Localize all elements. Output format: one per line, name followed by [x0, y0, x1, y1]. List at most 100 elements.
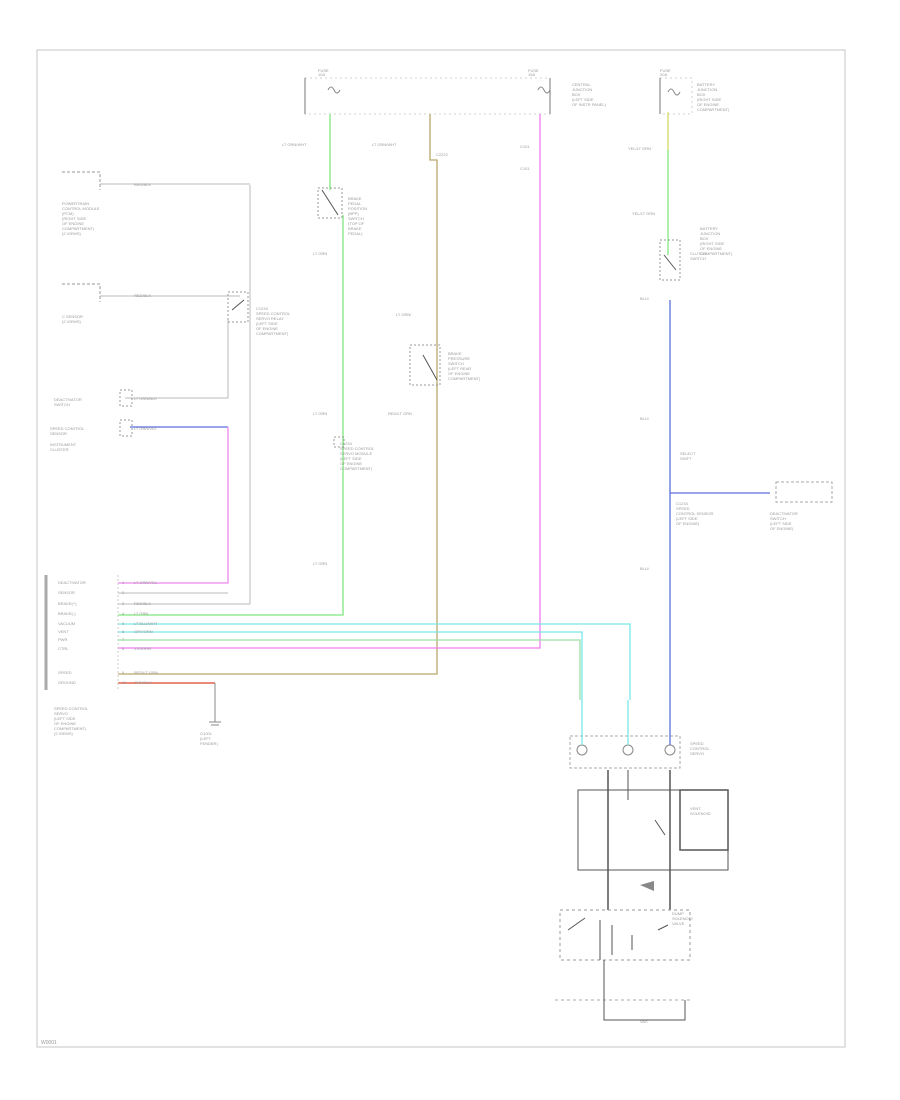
clutch-switch: CLUTCH SWITCH BATTERY JUNCTION BOX (RIGH… — [659, 226, 733, 281]
svg-text:SPEED: SPEED — [690, 741, 704, 746]
svg-text:COMPARTMENT): COMPARTMENT) — [54, 726, 87, 731]
speed-control-deactivation-switch: DEACTIVATOR SWITCH (LEFT SIDE OF ENGINE)… — [676, 451, 833, 531]
svg-text:CONTROL MODULE: CONTROL MODULE — [62, 206, 100, 211]
svg-text:OF ENGINE): OF ENGINE) — [676, 521, 700, 526]
svg-text:DUMP: DUMP — [672, 911, 684, 916]
c-sensor-connector: C SENSOR (2 VIEWS) — [62, 283, 101, 324]
svg-text:COMPARTMENT): COMPARTMENT) — [700, 251, 733, 256]
svg-text:10: 10 — [122, 680, 127, 685]
svg-text:SPEED: SPEED — [676, 506, 690, 511]
svg-text:20A: 20A — [660, 72, 667, 77]
svg-text:7: 7 — [122, 637, 125, 642]
svg-text:LT GRN/: LT GRN/ — [396, 312, 412, 317]
wire-green — [118, 114, 669, 616]
svg-text:OF ENGINE: OF ENGINE — [62, 221, 84, 226]
svg-text:SPEED CONTROL: SPEED CONTROL — [54, 706, 89, 711]
svg-text:5: 5 — [122, 621, 125, 626]
svg-text:FUSE: FUSE — [528, 68, 539, 73]
svg-text:LT GRN/BLK: LT GRN/BLK — [134, 396, 157, 401]
svg-text:(2 VIEWS): (2 VIEWS) — [54, 731, 74, 736]
svg-text:BATTERY: BATTERY — [700, 226, 718, 231]
svg-text:DEACTIVATOR: DEACTIVATOR — [770, 511, 798, 516]
svg-text:COMPARTMENT): COMPARTMENT) — [62, 226, 95, 231]
svg-text:6: 6 — [122, 629, 125, 634]
svg-text:ORN/BLK: ORN/BLK — [134, 680, 152, 685]
svg-text:LT GRN/VIO: LT GRN/VIO — [134, 426, 156, 431]
diagram-frame — [36, 49, 846, 1048]
svg-text:BRAKE: BRAKE — [348, 226, 362, 231]
svg-text:PEDAL): PEDAL) — [348, 231, 363, 236]
wire-blue — [130, 300, 770, 700]
svg-text:3: 3 — [122, 601, 125, 606]
svg-text:PEDAL: PEDAL — [348, 201, 362, 206]
powertrain-control-module: POWERTRAIN CONTROL MODULE (PCM) (RIGHT S… — [62, 171, 101, 236]
svg-text:BLU/: BLU/ — [640, 416, 650, 421]
svg-text:SPEED: SPEED — [58, 670, 72, 675]
svg-text:VACUUM: VACUUM — [58, 621, 75, 626]
speed-control-actuator: SPEED CONTROL SERVO — [569, 700, 710, 769]
svg-text:LT GRN: LT GRN — [313, 251, 327, 256]
svg-text:BLU/: BLU/ — [640, 296, 650, 301]
svg-text:(RIGHT SIDE: (RIGHT SIDE — [62, 216, 86, 221]
svg-text:FUSE: FUSE — [318, 68, 329, 73]
svg-text:C1234: C1234 — [340, 441, 353, 446]
svg-text:8: 8 — [122, 646, 125, 651]
svg-text:FENDER): FENDER) — [200, 741, 218, 746]
svg-text:OF ENGINE): OF ENGINE) — [770, 526, 794, 531]
svg-text:BOX: BOX — [572, 92, 581, 97]
svg-text:(LEFT REAR: (LEFT REAR — [448, 366, 471, 371]
svg-text:SPEED CONTROL: SPEED CONTROL — [340, 446, 375, 451]
wire-magenta — [118, 427, 229, 584]
svg-text:SENSOR: SENSOR — [58, 590, 75, 595]
svg-text:VIO/ORN: VIO/ORN — [134, 646, 151, 651]
svg-text:OF ENGINE: OF ENGINE — [448, 371, 470, 376]
svg-text:SWITCH: SWITCH — [54, 402, 70, 407]
svg-text:LT GRN/WHT: LT GRN/WHT — [372, 142, 397, 147]
svg-text:BRAKE: BRAKE — [348, 196, 362, 201]
speed-sensor: SPEED CONTROL SENSOR INSTRUMENT CLUSTER — [50, 419, 133, 452]
svg-text:SERVO: SERVO — [690, 751, 704, 756]
svg-text:VAC: VAC — [640, 1019, 648, 1024]
svg-text:(LEFT: (LEFT — [200, 736, 212, 741]
svg-text:SOLENOID: SOLENOID — [672, 916, 693, 921]
svg-text:15A: 15A — [528, 72, 535, 77]
svg-text:(LEFT SIDE: (LEFT SIDE — [54, 716, 76, 721]
svg-text:LT BLU/WHT: LT BLU/WHT — [134, 621, 158, 626]
actuator-pin-3 — [664, 744, 676, 756]
svg-text:10A: 10A — [318, 72, 325, 77]
pin-labels: 1 2 3 4 5 6 7 8 9 10 — [122, 580, 127, 685]
svg-text:POSITION: POSITION — [348, 206, 367, 211]
svg-text:CLUTCH: CLUTCH — [690, 251, 706, 256]
svg-text:4: 4 — [122, 611, 125, 616]
svg-text:(RIGHT SIDE: (RIGHT SIDE — [700, 241, 724, 246]
svg-text:SERVO RELAY: SERVO RELAY — [256, 316, 284, 321]
svg-text:SHIFT: SHIFT — [680, 456, 692, 461]
svg-text:FUSE: FUSE — [660, 68, 671, 73]
svg-text:BRAKE(+): BRAKE(+) — [58, 601, 77, 606]
svg-text:(BPP): (BPP) — [348, 211, 359, 216]
ground-symbol: G1001 (LEFT FENDER) — [200, 710, 221, 746]
svg-text:(TOP OF: (TOP OF — [348, 221, 365, 226]
wire-gray — [100, 183, 251, 605]
svg-text:JUNCTION: JUNCTION — [697, 87, 717, 92]
actuator-pin-2 — [622, 744, 634, 756]
svg-text:(PCM): (PCM) — [62, 211, 74, 216]
fuse-battery-junction: FUSE 20A BATTERY JUNCTION BOX (RIGHT SID… — [659, 68, 730, 115]
svg-text:SWITCH: SWITCH — [448, 361, 464, 366]
svg-text:SOLENOID: SOLENOID — [690, 811, 711, 816]
cruise-motor-block: VENT SOLENOID — [577, 770, 729, 910]
svg-text:BOX: BOX — [700, 236, 709, 241]
svg-text:LT GRN: LT GRN — [313, 411, 327, 416]
svg-text:9: 9 — [122, 670, 125, 675]
svg-text:COMPARTMENT): COMPARTMENT) — [256, 331, 289, 336]
svg-text:OF ENGINE: OF ENGINE — [54, 721, 76, 726]
svg-text:RED/BLK: RED/BLK — [134, 293, 151, 298]
svg-text:CONTROL SENSOR: CONTROL SENSOR — [676, 511, 714, 516]
svg-text:SERVO MODULE: SERVO MODULE — [340, 451, 372, 456]
svg-text:JUNCTION: JUNCTION — [572, 87, 592, 92]
svg-text:CLUSTER: CLUSTER — [50, 447, 69, 452]
svg-text:SWITCH: SWITCH — [770, 516, 786, 521]
brake-pressure-switch: BRAKE PRESSURE SWITCH (LEFT REAR OF ENGI… — [409, 344, 481, 386]
svg-text:BOX: BOX — [697, 92, 706, 97]
